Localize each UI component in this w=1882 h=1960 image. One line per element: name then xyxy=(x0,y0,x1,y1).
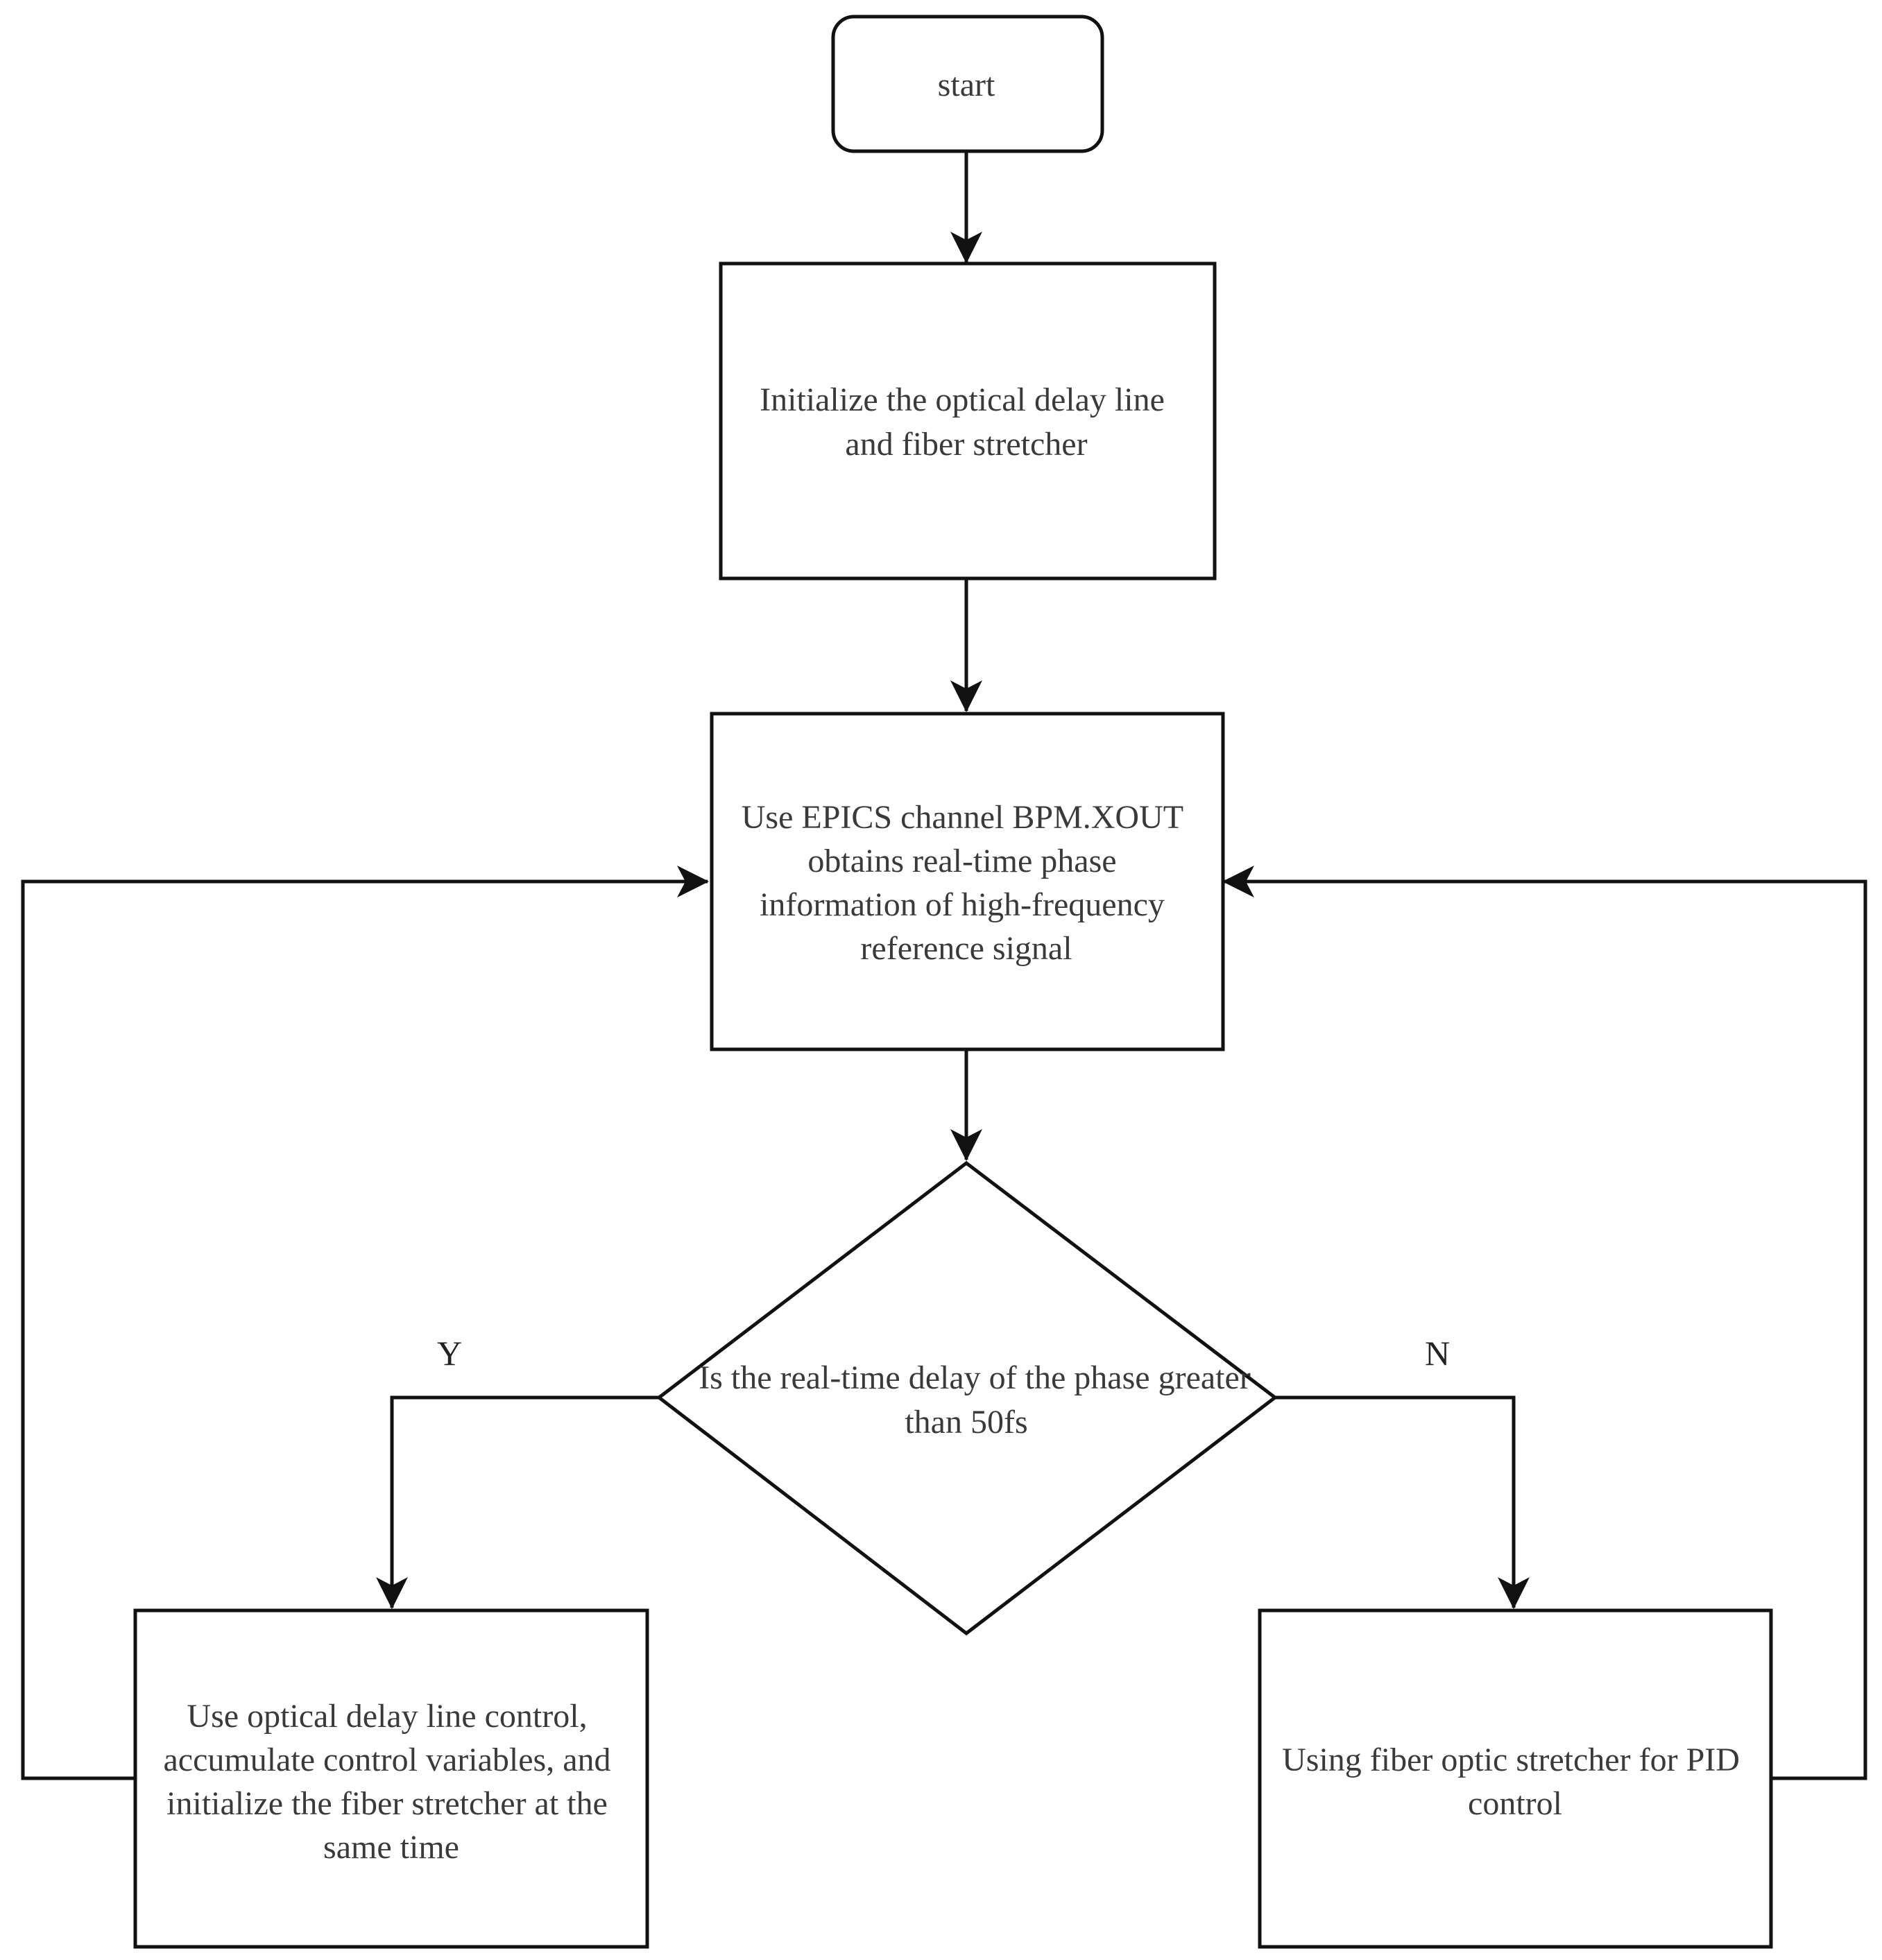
edge-label-no: N xyxy=(1425,1334,1450,1373)
edge-pid-control-to-read xyxy=(1222,866,1867,1780)
node-initialize-label: Initialize the optical delay line and fi… xyxy=(760,381,1173,463)
node-start: start xyxy=(831,15,1104,153)
node-decision: Is the real-time delay of the phase grea… xyxy=(656,1160,1278,1636)
node-initialize: Initialize the optical delay line and fi… xyxy=(719,261,1217,581)
node-decision-label: Is the real-time delay of the phase grea… xyxy=(699,1359,1259,1441)
node-start-label: start xyxy=(938,67,995,103)
node-delay-line-control: Use optical delay line control, accumula… xyxy=(133,1608,649,1949)
edges xyxy=(21,153,1867,1780)
node-read-phase: Use EPICS channel BPM.XOUT obtains real-… xyxy=(710,712,1225,1051)
node-read-phase-label: Use EPICS channel BPM.XOUT obtains real-… xyxy=(742,799,1191,967)
node-pid-control: Using fiber optic stretcher for PID cont… xyxy=(1258,1608,1773,1949)
edge-decision-to-delay-control xyxy=(376,1395,659,1609)
edge-decision-to-pid-control xyxy=(1274,1395,1530,1609)
edge-delay-control-to-read xyxy=(21,866,709,1780)
node-delay-line-control-label: Use optical delay line control, accumula… xyxy=(163,1698,619,1866)
node-pid-control-label: Using fiber optic stretcher for PID cont… xyxy=(1282,1742,1748,1822)
edge-label-yes: Y xyxy=(437,1334,462,1373)
